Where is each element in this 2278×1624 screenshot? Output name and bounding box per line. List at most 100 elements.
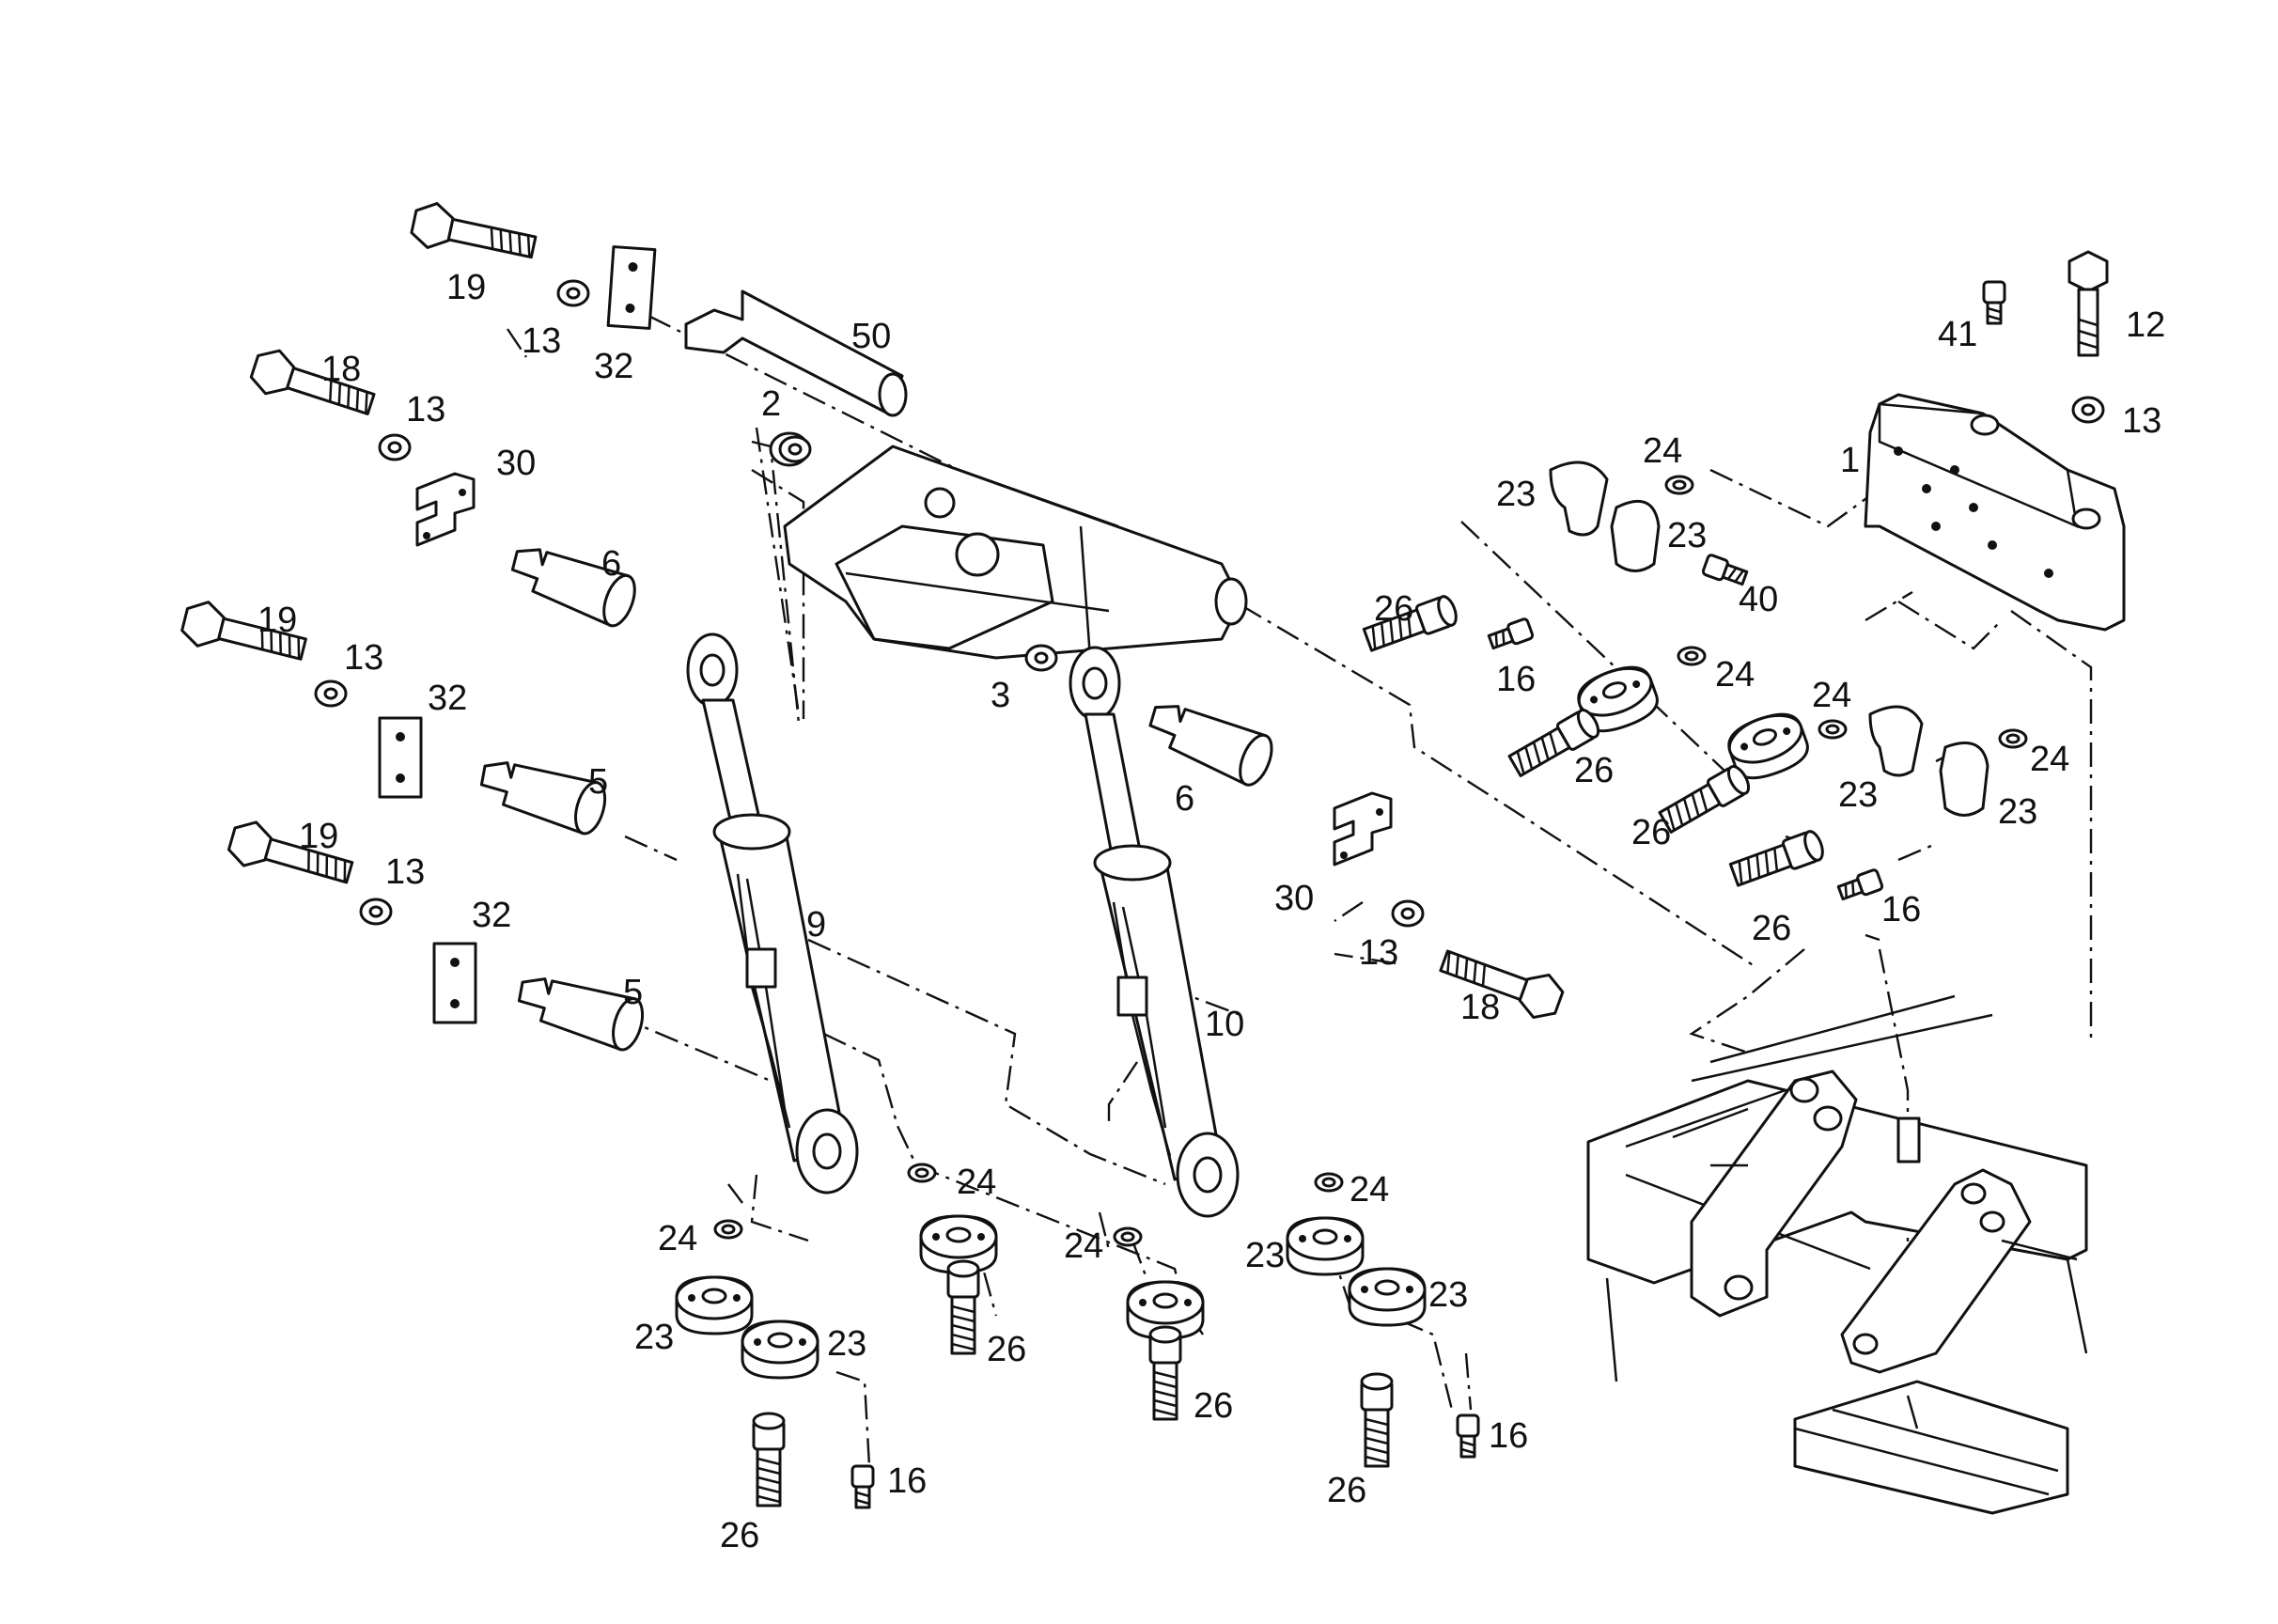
part-number-labels: 19 13 32 50 18 13 30 2 6 19 13 32 5 3 6 … <box>257 268 2165 1555</box>
label-part-13: 13 <box>522 321 561 361</box>
label-part-13: 13 <box>344 638 383 678</box>
label-part-24: 24 <box>1643 431 1682 471</box>
label-part-23: 23 <box>827 1324 866 1364</box>
washer-13-top <box>556 279 590 307</box>
cap-23-bb <box>741 1320 819 1380</box>
label-part-32: 32 <box>428 679 467 718</box>
cap-23-ba <box>675 1275 754 1335</box>
cap-23-be <box>1348 1267 1427 1327</box>
label-part-18: 18 <box>1460 988 1500 1027</box>
label-part-18: 18 <box>321 350 361 389</box>
half-cap-23-rb <box>1610 499 1661 572</box>
bracket-30-left <box>415 472 476 547</box>
label-part-26: 26 <box>1631 813 1671 852</box>
plate-32-low <box>432 942 477 1024</box>
label-part-13: 13 <box>385 852 425 892</box>
washer-2 <box>778 435 812 463</box>
label-part-5: 5 <box>623 973 643 1012</box>
washer-13-b <box>378 433 412 461</box>
label-part-26: 26 <box>1574 751 1614 790</box>
label-part-26: 26 <box>720 1516 759 1555</box>
label-part-2: 2 <box>761 384 781 424</box>
label-part-1: 1 <box>1840 441 1860 480</box>
washer-24-rd <box>1998 728 2028 749</box>
washer-3 <box>1024 644 1058 672</box>
washer-13-c <box>314 679 348 708</box>
hydraulic-cylinder-9 <box>686 632 859 1195</box>
stud-26-bb <box>946 1259 980 1355</box>
washer-24-bc <box>1113 1226 1143 1247</box>
label-part-40: 40 <box>1739 580 1778 619</box>
label-part-13: 13 <box>1359 933 1398 973</box>
label-part-19: 19 <box>257 601 297 640</box>
vehicle-frame <box>1586 994 2088 1515</box>
screw-41 <box>1982 280 2006 325</box>
label-part-13: 13 <box>2122 401 2161 441</box>
washer-24-rb <box>1677 646 1707 666</box>
mounting-block-1 <box>1864 393 2126 632</box>
hydraulic-cylinder-10 <box>1069 646 1240 1218</box>
screw-16-rd <box>1835 867 1885 904</box>
label-part-32: 32 <box>594 347 633 386</box>
label-part-26: 26 <box>1194 1386 1233 1426</box>
label-part-23: 23 <box>634 1318 674 1357</box>
label-part-5: 5 <box>588 762 608 802</box>
label-part-6: 6 <box>601 544 621 584</box>
label-part-24: 24 <box>1715 655 1755 695</box>
label-part-16: 16 <box>887 1461 927 1501</box>
label-part-6: 6 <box>1175 779 1194 819</box>
label-part-9: 9 <box>806 905 826 945</box>
pin-6-right <box>1140 692 1280 791</box>
label-part-24: 24 <box>658 1219 697 1258</box>
washer-24-ra <box>1664 475 1694 495</box>
washer-24-rc <box>1818 719 1848 740</box>
label-part-24: 24 <box>1350 1170 1389 1210</box>
label-part-23: 23 <box>1667 516 1707 555</box>
label-part-26: 26 <box>1752 909 1791 948</box>
washer-13-f <box>2071 396 2105 424</box>
washer-13-e <box>1391 899 1425 928</box>
label-part-26: 26 <box>1327 1471 1366 1510</box>
label-part-23: 23 <box>1245 1236 1285 1275</box>
bolt-19-top <box>407 197 540 271</box>
bracket-30-right <box>1333 791 1393 867</box>
label-part-24: 24 <box>2030 740 2069 779</box>
cap-23-bd <box>1286 1216 1365 1276</box>
label-part-30: 30 <box>1274 879 1314 918</box>
label-part-19: 19 <box>299 817 338 856</box>
label-part-32: 32 <box>472 896 511 935</box>
screw-16-be <box>1456 1413 1480 1459</box>
label-part-23: 23 <box>1998 792 2037 832</box>
stud-26-bc <box>1148 1325 1182 1421</box>
label-part-10: 10 <box>1205 1005 1244 1044</box>
label-part-41: 41 <box>1938 315 1977 354</box>
washer-24-ba <box>713 1219 743 1240</box>
label-part-23: 23 <box>1428 1275 1468 1315</box>
stud-26-rc-shaft <box>1656 761 1755 837</box>
label-part-24: 24 <box>1064 1226 1103 1266</box>
half-cap-23-rc <box>1868 705 1924 777</box>
label-part-13: 13 <box>406 390 445 429</box>
plate-32-top <box>606 245 657 330</box>
half-cap-23-rd <box>1939 742 1989 817</box>
swing-arm-assembly <box>684 289 1248 660</box>
washer-24-bd <box>1314 1172 1344 1193</box>
stud-26-ba <box>752 1412 786 1507</box>
label-part-16: 16 <box>1881 890 1921 929</box>
label-part-12: 12 <box>2126 305 2165 345</box>
screw-16-ba <box>850 1464 875 1509</box>
half-cap-23-ra <box>1549 461 1609 537</box>
label-part-16: 16 <box>1496 660 1536 699</box>
label-part-24: 24 <box>957 1163 996 1202</box>
stud-26-rd <box>1727 827 1828 891</box>
washer-24-bb <box>907 1163 937 1183</box>
bolt-18-right <box>1434 938 1568 1025</box>
label-part-26: 26 <box>1374 589 1413 629</box>
stud-26-be <box>1360 1372 1394 1468</box>
label-part-19: 19 <box>446 268 486 307</box>
label-part-23: 23 <box>1838 775 1878 815</box>
label-part-16: 16 <box>1489 1416 1528 1456</box>
bolt-12 <box>2067 250 2109 357</box>
screw-16-ra <box>1486 617 1536 653</box>
